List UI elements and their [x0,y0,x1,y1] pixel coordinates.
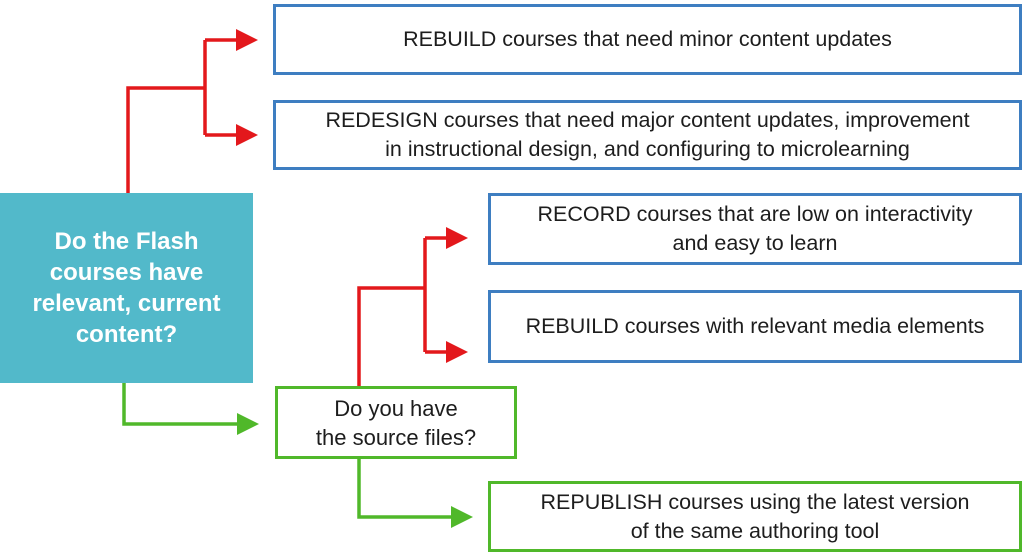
outcome-text-line: REBUILD courses with relevant media elem… [525,314,985,338]
green-connector-source-to-republish [357,459,473,528]
decision-text-line: Do you have [334,395,458,421]
decision-box-source-files: Do you have the source files? [275,386,517,459]
outcome-box-redesign: REDESIGN courses that need major content… [273,100,1022,170]
outcome-text-line: in instructional design, and configuring… [385,137,910,161]
outcome-text-line: REDESIGN courses that need major content… [325,108,970,132]
outcome-text-line: and easy to learn [672,231,838,255]
outcome-box-record: RECORD courses that are low on interacti… [488,193,1022,265]
decision-box-flash-content: Do the Flash courses have relevant, curr… [0,193,253,383]
arrow-to-source-files [237,413,259,435]
arrow-to-rebuild-media [446,341,468,363]
outcome-text-line: RECORD courses that are low on interacti… [537,202,973,226]
decision-text-line: content? [75,321,178,348]
decision-text-line: the source files? [315,424,477,450]
decision-text-line: relevant, current [32,290,221,317]
arrow-to-republish [451,506,473,528]
decision-text-line: courses have [49,259,204,286]
decision-text-line: Do the Flash [54,228,199,255]
arrow-to-redesign [236,124,258,146]
arrow-to-rebuild-minor [236,29,258,51]
outcome-text-line: REBUILD courses that need minor content … [403,27,892,51]
green-connector-root-to-source [122,383,259,435]
outcome-box-rebuild-minor: REBUILD courses that need minor content … [273,4,1022,75]
red-connector-from-source [357,227,468,386]
arrow-to-record [446,227,468,249]
outcome-box-rebuild-media: REBUILD courses with relevant media elem… [488,290,1022,363]
outcome-text-line: of the same authoring tool [630,518,880,543]
outcome-box-republish: REPUBLISH courses using the latest versi… [488,481,1022,552]
red-connector-from-root [126,29,258,193]
outcome-text-line: REPUBLISH courses using the latest versi… [540,489,970,514]
